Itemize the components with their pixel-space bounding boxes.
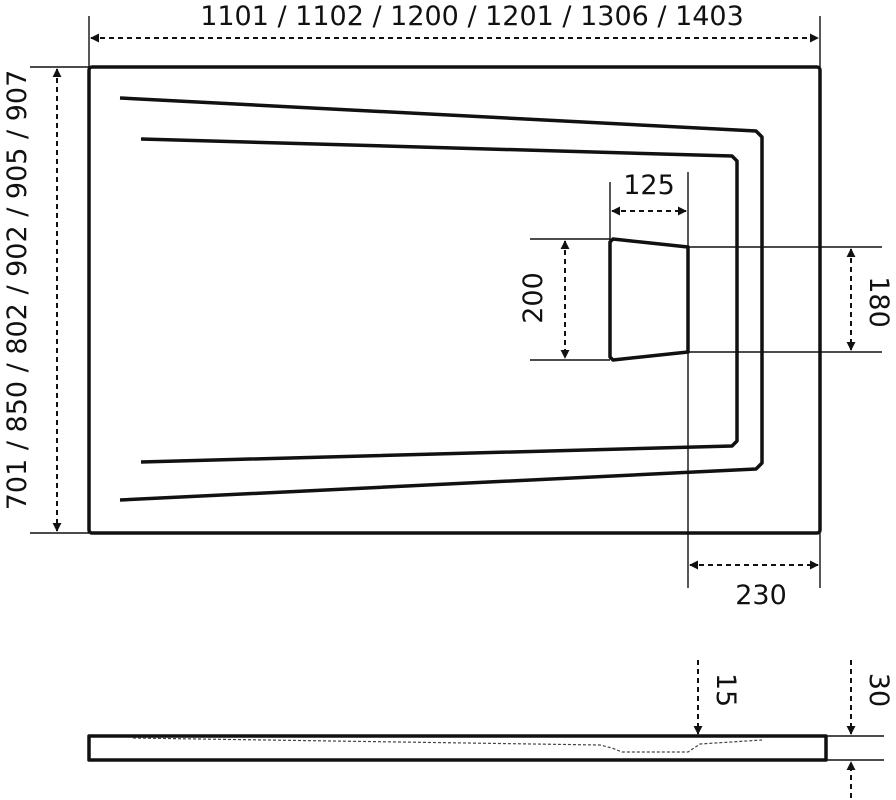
label-drain-height-inner: 180 bbox=[863, 276, 894, 328]
outer-groove bbox=[119, 96, 764, 502]
label-thickness: 30 bbox=[863, 673, 894, 707]
label-drain-height-outer: 200 bbox=[518, 272, 549, 324]
label-drain-offset: 230 bbox=[735, 580, 787, 611]
inner-groove bbox=[140, 137, 739, 464]
label-slope-depth: 15 bbox=[710, 673, 741, 707]
label-drain-width: 125 bbox=[623, 170, 675, 201]
tray-slope-profile bbox=[132, 737, 763, 753]
drain-grate bbox=[608, 237, 690, 362]
tray-section-outline bbox=[87, 734, 828, 762]
tray-outline bbox=[87, 65, 822, 535]
label-width-sizes: 701 / 850 / 802 / 902 / 905 / 907 bbox=[2, 70, 33, 511]
top-view: 1101 / 1102 / 1200 / 1201 / 1306 / 1403 … bbox=[2, 1, 894, 611]
label-length-sizes: 1101 / 1102 / 1200 / 1201 / 1306 / 1403 bbox=[200, 1, 744, 32]
side-view: 15 30 bbox=[87, 660, 894, 798]
